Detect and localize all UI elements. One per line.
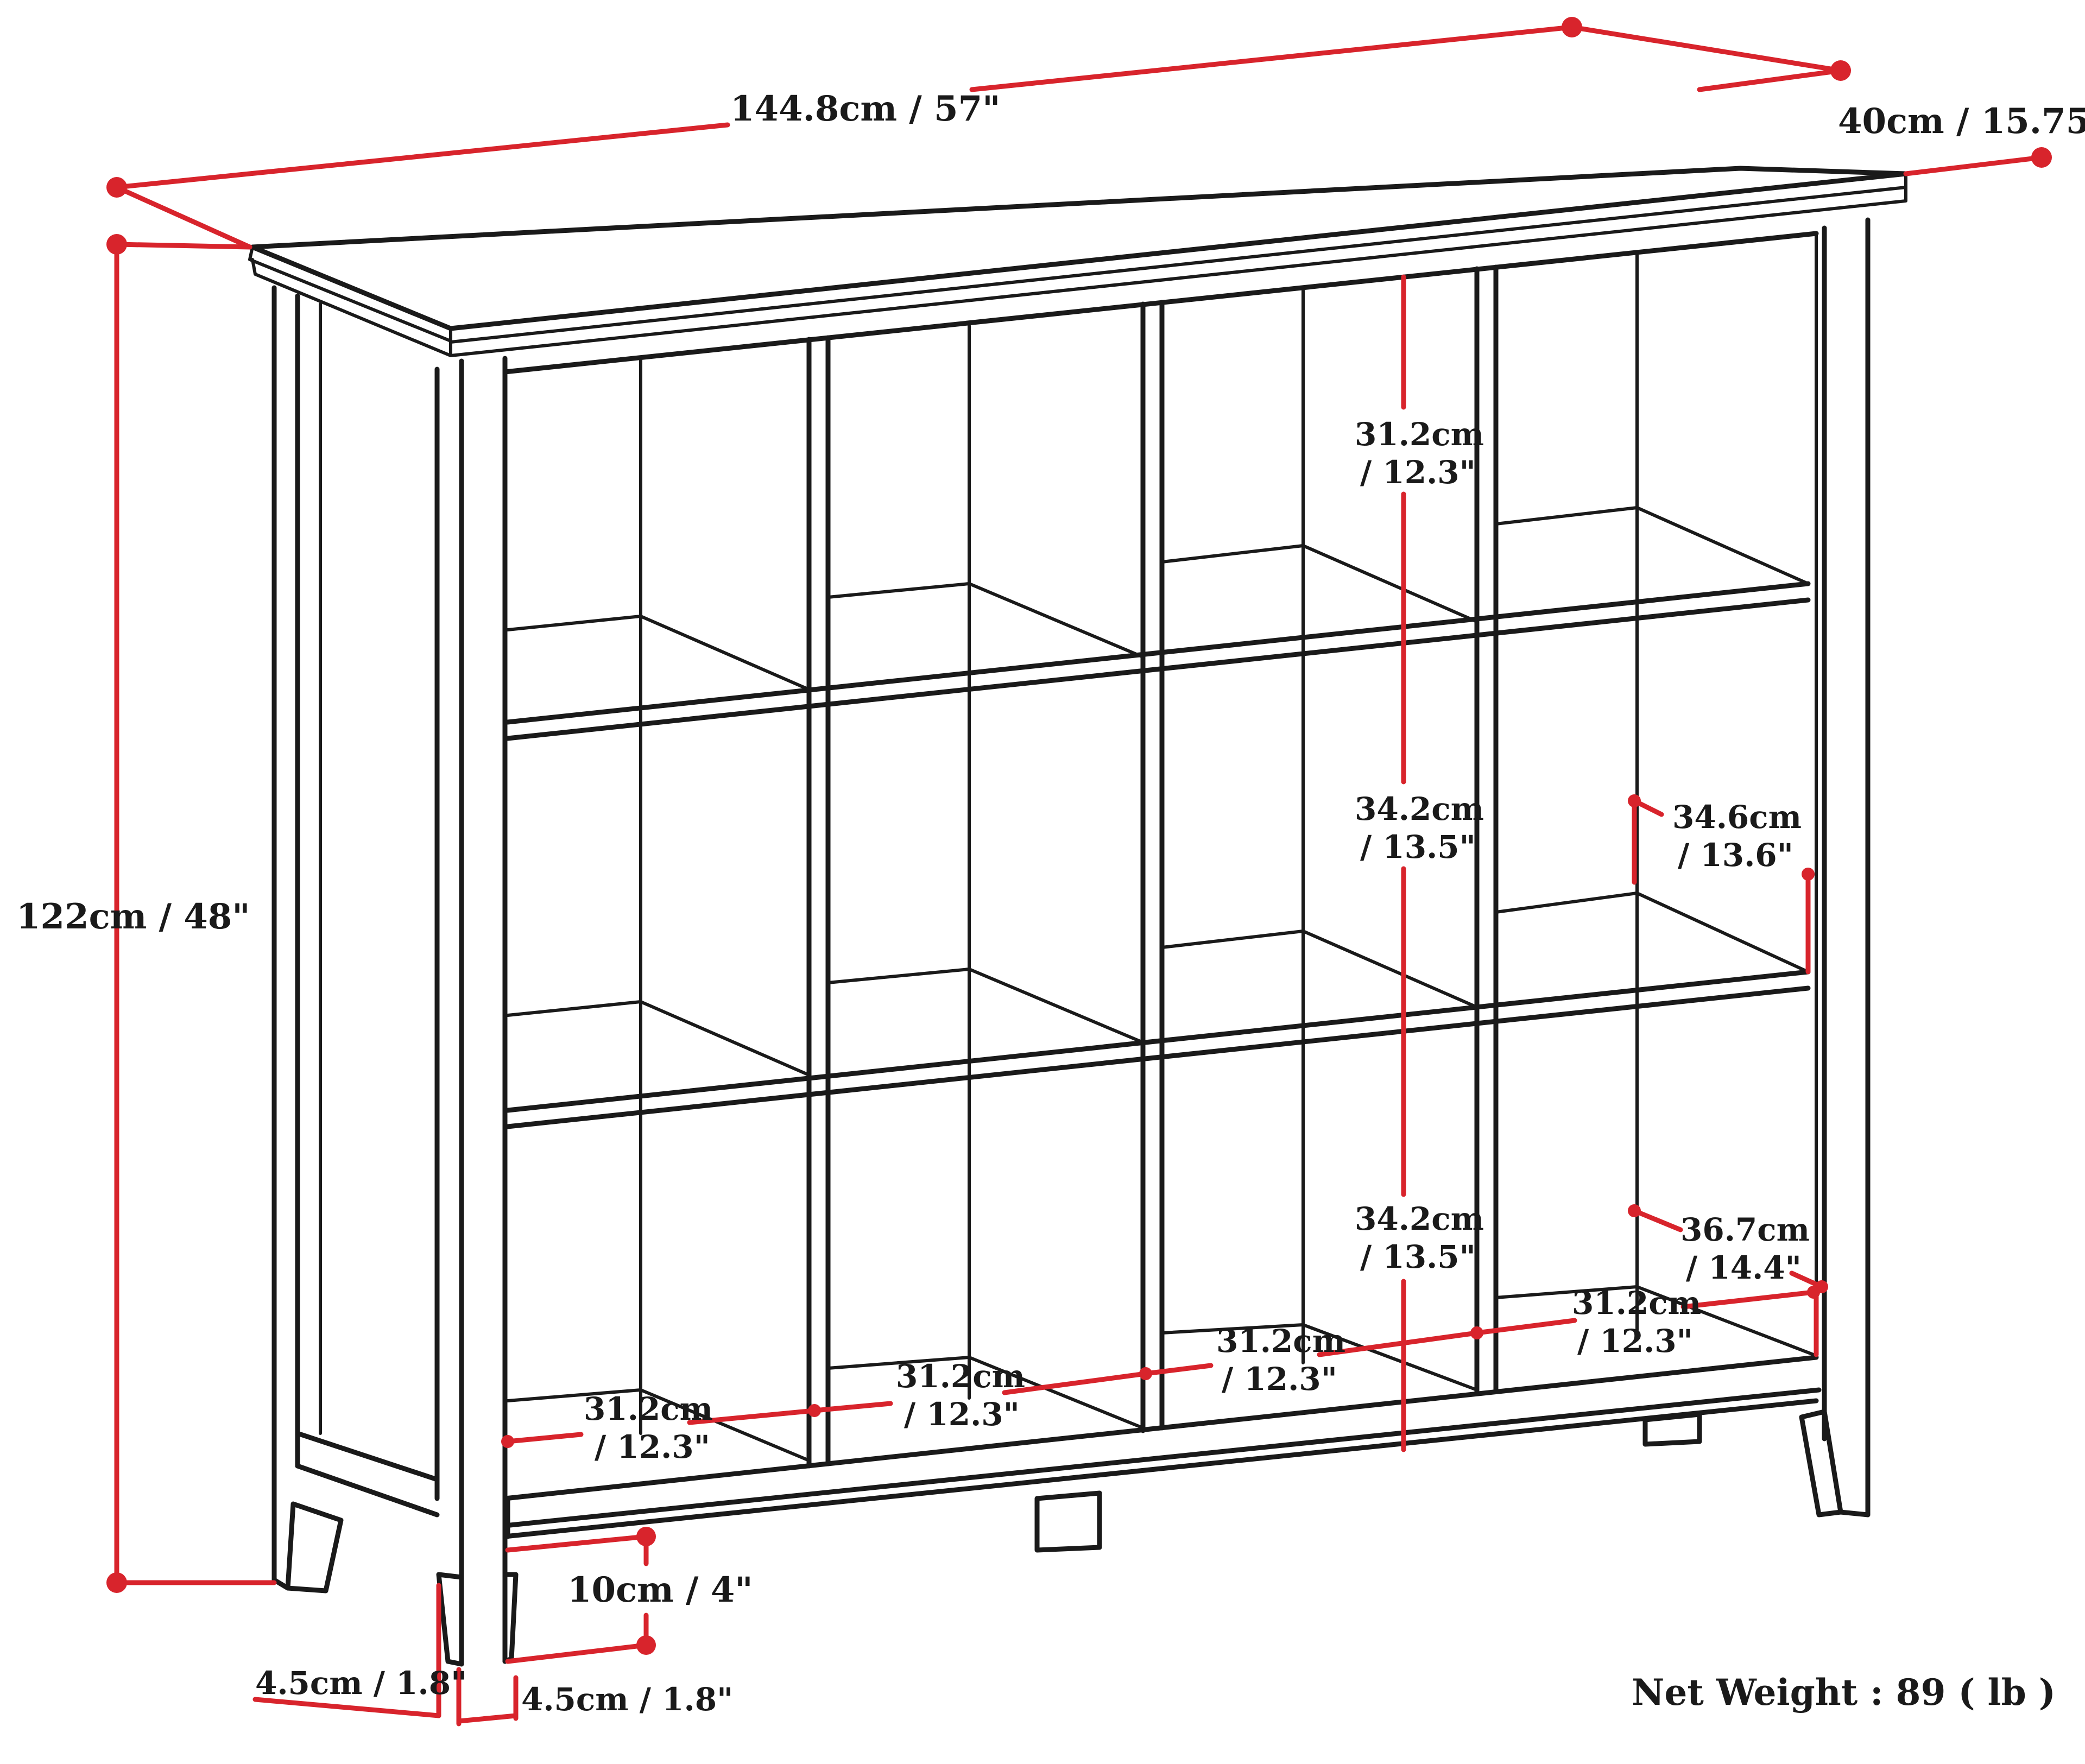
- cube-width-label-4-line2: / 12.3": [1577, 1323, 1693, 1360]
- shelves: [505, 506, 1815, 1462]
- width-dimension-line: [106, 17, 1582, 250]
- cube-height-top-label-line2: / 12.3": [1360, 454, 1476, 491]
- overall-width-label: 144.8cm / 57": [730, 88, 1000, 129]
- cube-width-label-3-line1: 31.2cm: [1216, 1323, 1345, 1360]
- cube-height-bottom-label-line1: 34.2cm: [1355, 1200, 1484, 1237]
- base-clearance-line: [505, 1527, 656, 1664]
- cube-width-label-3-line2: / 12.3": [1222, 1361, 1337, 1398]
- cube-height-middle-label-line2: / 13.5": [1360, 829, 1476, 865]
- bookcase-drawing: [248, 166, 1909, 1667]
- cube-width-label-4-line1: 31.2cm: [1572, 1285, 1701, 1322]
- cube-width-label-1-line1: 31.2cm: [584, 1390, 713, 1427]
- cube-width-lines: [501, 1286, 1820, 1448]
- cube-depth-middle-line: [1628, 794, 1815, 975]
- dimension-lines: [106, 17, 2052, 1727]
- cube-height-middle-label-line1: 34.2cm: [1355, 791, 1484, 827]
- overall-height-label: 122cm / 48": [16, 896, 250, 937]
- base-clearance-label: 10cm / 4": [567, 1570, 753, 1610]
- cube-height-bottom-label-line2: / 13.5": [1360, 1238, 1476, 1275]
- leg-front-label: 4.5cm / 1.8": [521, 1681, 733, 1718]
- interior-back-edges: [639, 254, 1639, 1435]
- front-right-stile: [1799, 217, 1871, 1518]
- cube-height-top-label-line1: 31.2cm: [1355, 416, 1484, 453]
- depth-dimension-line: [1569, 24, 2052, 176]
- leg-front-line: [456, 1667, 519, 1727]
- leg-side-line: [252, 1583, 441, 1718]
- front-left-stile: [436, 356, 519, 1667]
- cube-depth-bottom-label-line2: / 14.4": [1686, 1249, 1802, 1286]
- cube-depth-middle-label-line2: / 13.6": [1678, 837, 1793, 874]
- back-legs: [1034, 1412, 1702, 1553]
- overall-depth-label: 40cm / 15.75": [1838, 101, 2085, 142]
- height-dimension-line: [106, 234, 277, 1593]
- dimension-labels: 144.8cm / 57" 40cm / 15.75" 122cm / 48" …: [16, 88, 2085, 1718]
- cube-width-label-2-line1: 31.2cm: [896, 1358, 1025, 1395]
- cube-width-label-1-line2: / 12.3": [595, 1428, 710, 1465]
- left-side-panel: [271, 285, 440, 1594]
- net-weight-label: Net Weight : 89 ( lb ): [1632, 1671, 2056, 1714]
- top-slab: [248, 166, 1909, 357]
- cube-width-label-2-line2: / 12.3": [904, 1396, 1020, 1433]
- vertical-dividers: [806, 264, 1499, 1469]
- cube-depth-bottom-line: [1628, 1204, 1828, 1357]
- cube-depth-bottom-label-line1: 36.7cm: [1680, 1211, 1810, 1248]
- leg-side-label: 4.5cm / 1.8": [255, 1665, 467, 1702]
- cube-depth-middle-label-line1: 34.6cm: [1672, 799, 1802, 836]
